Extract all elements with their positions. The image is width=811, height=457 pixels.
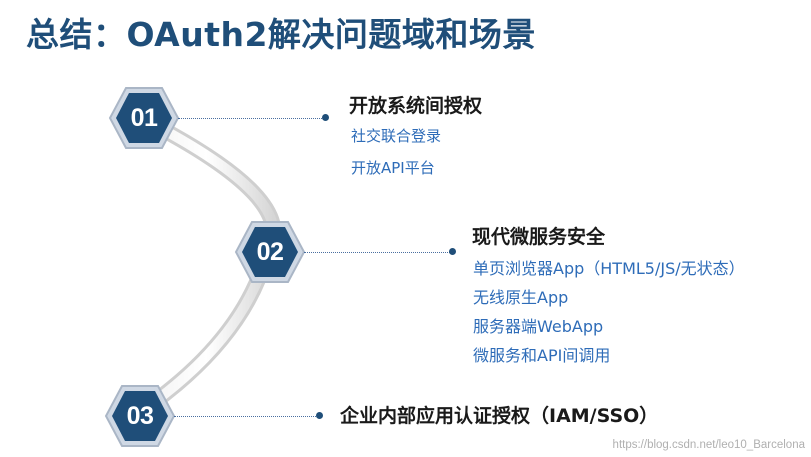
section-2-badge: 02 (234, 220, 306, 284)
section-1-badge: 01 (108, 86, 180, 150)
watermark: https://blog.csdn.net/leo10_Barcelona (612, 439, 805, 451)
section-1-connector (178, 118, 324, 119)
section-2-connector-dot (449, 248, 456, 255)
section-2-number: 02 (256, 238, 284, 266)
section-1-number: 01 (130, 104, 158, 132)
section-1-item: 社交联合登录 (351, 127, 442, 145)
section-2-item: 单页浏览器App（HTML5/JS/无状态） (473, 259, 745, 278)
section-2-item: 服务器端WebApp (473, 317, 604, 336)
section-1-connector-dot (322, 114, 329, 121)
section-1-item: 开放API平台 (351, 159, 435, 177)
section-2-item: 微服务和API间调用 (473, 346, 611, 365)
section-1-title: 开放系统间授权 (349, 95, 483, 117)
section-3-connector-dot (316, 412, 323, 419)
section-3-number: 03 (126, 402, 154, 430)
section-2-item: 无线原生App (473, 288, 569, 307)
section-2-title: 现代微服务安全 (472, 226, 606, 248)
section-2-connector (304, 252, 450, 253)
section-3-badge: 03 (104, 384, 176, 448)
section-3-connector (174, 416, 318, 417)
page-title: 总结：OAuth2解决问题域和场景 (26, 15, 536, 54)
section-3-title: 企业内部应用认证授权（IAM/SSO） (340, 405, 659, 427)
